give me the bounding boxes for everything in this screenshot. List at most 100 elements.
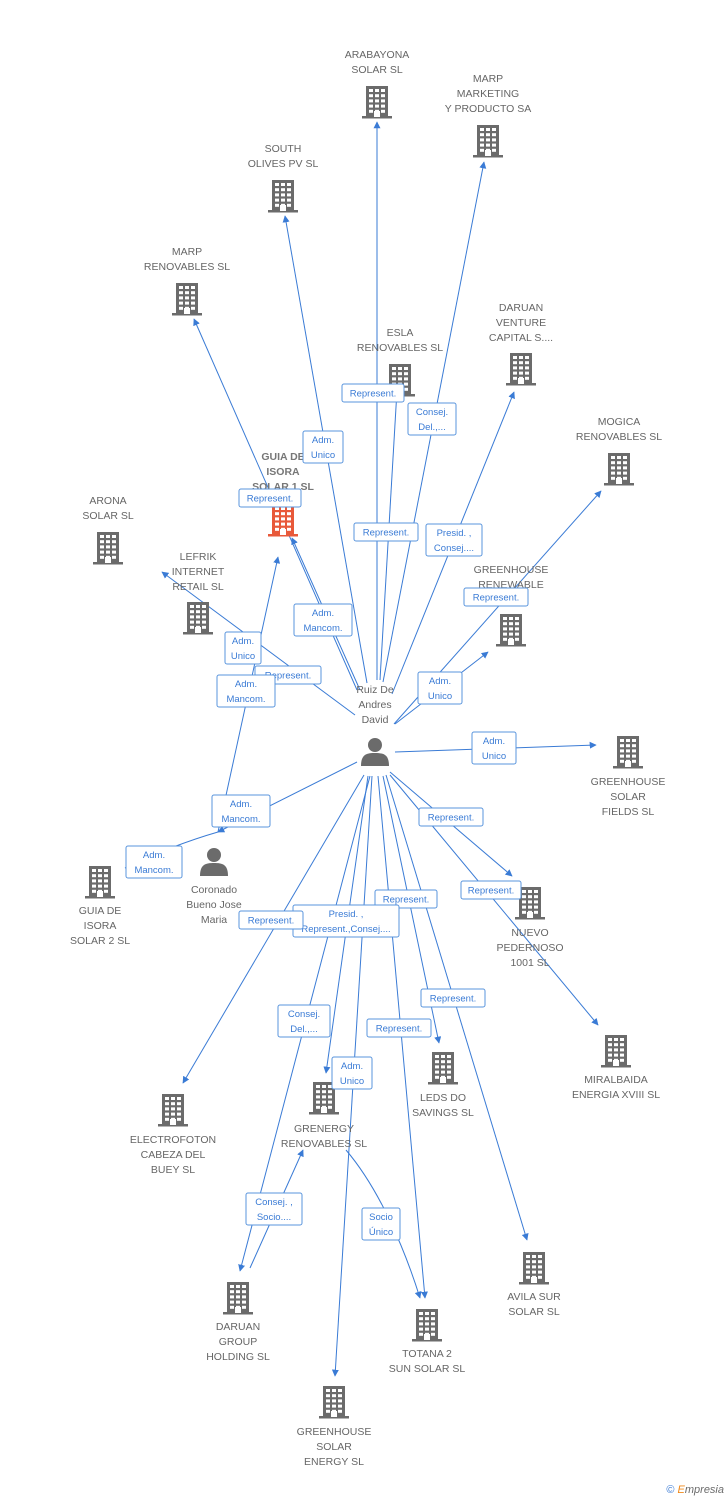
edge-label-text: Represent. — [350, 389, 396, 400]
edge-label[interactable]: Presid. ,Consej.... — [425, 523, 483, 557]
node-marp-renovables[interactable]: MARP RENOVABLES SL — [144, 246, 230, 316]
edge-label-text: Consej.... — [434, 543, 474, 554]
building-icon — [85, 866, 115, 899]
building-icon — [319, 1386, 349, 1419]
brand-rest: mpresia — [684, 1484, 724, 1496]
edge-label[interactable]: Presid. ,Represent.,Consej.... — [292, 904, 400, 938]
edge-label[interactable]: Represent. — [238, 910, 304, 930]
edge-label-text: Represent.,Consej.... — [301, 924, 390, 935]
edge-label-text: Mancom. — [226, 694, 265, 705]
edge-label-text: Unico — [340, 1076, 364, 1087]
node-label-line: Bueno Jose — [186, 899, 242, 911]
edge-label[interactable]: Adm.Unico — [302, 430, 344, 464]
edge-label-text: Represent. — [428, 813, 474, 824]
building-icon — [268, 180, 298, 213]
node-label-line: LEFRIK — [180, 551, 217, 563]
edge-label[interactable]: Represent. — [341, 383, 405, 403]
edge-label-text: Consej. — [416, 407, 448, 418]
edge-label[interactable]: Represent. — [463, 587, 529, 607]
edge-label-text: Represent. — [376, 1024, 422, 1035]
node-label-line: RENOVABLES SL — [144, 261, 230, 273]
node-label-line: GROUP — [219, 1336, 258, 1348]
building-icon — [309, 1082, 339, 1115]
node-label-line: SOLAR — [610, 791, 646, 803]
building-icon — [223, 1282, 253, 1315]
node-label-line: MARP — [172, 246, 202, 258]
brand-logo[interactable]: Empresia — [678, 1484, 724, 1496]
edge-label-text: Represent. — [247, 494, 293, 505]
edge-labels-layer: Represent.Consej.Del.,...Adm.UnicoRepres… — [125, 383, 529, 1241]
edge-label[interactable]: Represent. — [353, 522, 419, 542]
edge-label[interactable]: Adm. Mancom. — [125, 845, 183, 879]
node-label-line: RENOVABLES SL — [281, 1138, 367, 1150]
building-icon — [506, 353, 536, 386]
edge-label[interactable]: Represent. — [366, 1018, 432, 1038]
edge-label[interactable]: Adm.Mancom. — [211, 794, 271, 828]
edge-label[interactable]: Represent. — [374, 889, 438, 909]
edge-label-text: Represent. — [248, 916, 294, 927]
edge-label-text: Consej. — [288, 1009, 320, 1020]
edge-label[interactable]: Represent. — [460, 880, 522, 900]
edge-label[interactable]: Represent. — [418, 807, 484, 827]
edge-label-text: Unico — [311, 450, 335, 461]
edge-label-text: Represent. — [265, 671, 311, 682]
edge-label-text: Represent. — [430, 994, 476, 1005]
node-label-line: ISORA — [266, 466, 300, 478]
node-label-line: David — [362, 714, 389, 726]
edge-label[interactable]: Adm.Unico — [471, 731, 517, 765]
edge-label[interactable]: Consej.Del.,... — [277, 1004, 331, 1038]
node-label-line: SOUTH — [265, 143, 302, 155]
edge-label-text: Adm. — [143, 850, 165, 861]
edge-label-text: Represent. — [473, 593, 519, 604]
node-label-line: LEDS DO — [420, 1092, 466, 1104]
edge-label-text: Consej. , — [255, 1197, 293, 1208]
edge-label-text: Mancom. — [221, 814, 260, 825]
node-label-line: NUEVO — [511, 927, 548, 939]
edge-label[interactable]: Adm.Mancom. — [216, 674, 276, 708]
edge-label-text: Mancom. — [134, 865, 173, 876]
edge-label[interactable]: Adm.Unico — [417, 671, 463, 705]
edge-label[interactable]: Adm.Unico — [331, 1056, 373, 1090]
edge-label[interactable]: Adm.Mancom. — [293, 603, 353, 637]
building-icon — [183, 602, 213, 635]
node-label-line: ESLA — [387, 327, 414, 339]
edge-label[interactable]: Consej.Del.,... — [407, 402, 457, 436]
node-label-line: Andres — [358, 699, 391, 711]
edge-label[interactable]: Adm.Unico — [224, 631, 262, 665]
node-label-line: SOLAR SL — [508, 1306, 560, 1318]
node-label-line: MIRALBAIDA — [584, 1074, 648, 1086]
node-label-line: TOTANA 2 — [402, 1348, 452, 1360]
node-label-line: CABEZA DEL — [141, 1149, 206, 1161]
node-label-line: RENOVABLES SL — [576, 431, 662, 443]
node-label-line: AVILA SUR — [507, 1291, 561, 1303]
node-label-line: MARKETING — [457, 88, 519, 100]
building-icon — [268, 504, 298, 537]
person-icon — [200, 848, 228, 876]
node-avila[interactable]: AVILA SUR SOLAR SL — [507, 1252, 561, 1318]
edge-label[interactable]: Represent. — [420, 988, 486, 1008]
edge-label[interactable]: Represent. — [238, 488, 302, 508]
edge-label[interactable]: Consej. ,Socio.... — [245, 1192, 303, 1226]
